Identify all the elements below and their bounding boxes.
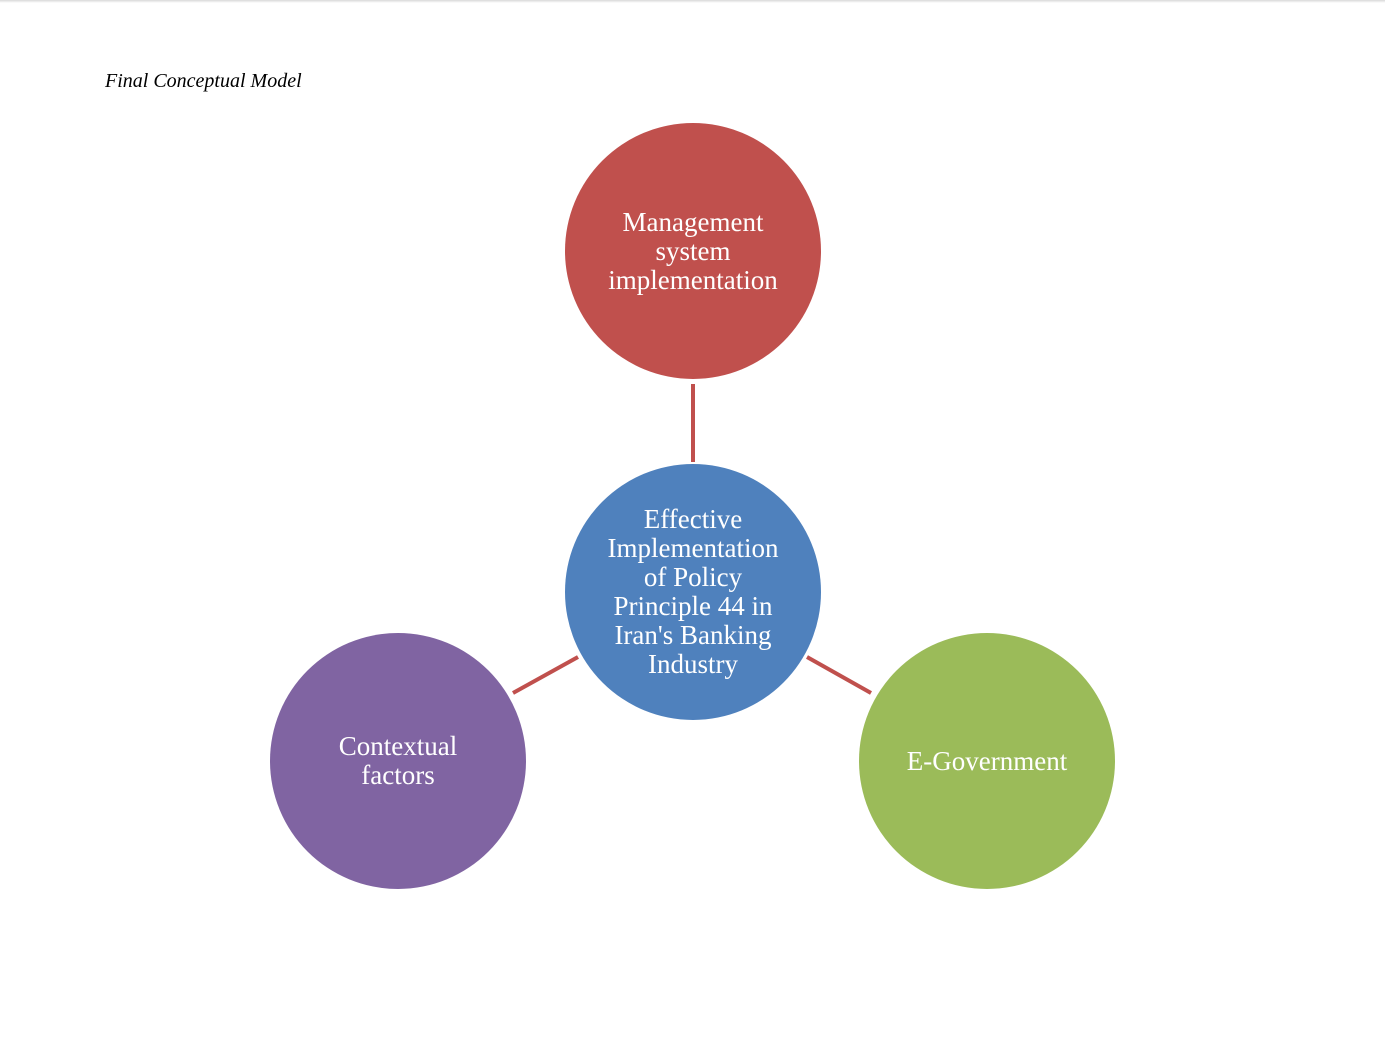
connector-left [512,655,579,695]
node-label-line: Effective [643,504,743,534]
node-label-line: of Policy [643,562,743,592]
node-management-system: Management system implementation [565,123,821,379]
node-label-line: E-Government [906,745,1068,776]
node-label-line: Iran's Banking [614,620,772,650]
node-e-government: E-Government [859,633,1115,889]
node-label-line: factors [361,760,435,790]
node-contextual-factors: Contextual factors [270,633,526,889]
node-label-line: Implementation [607,533,779,563]
node-center-policy: Effective Implementation of Policy Princ… [565,464,821,720]
node-label-line: implementation [608,264,778,295]
figure-caption: Final Conceptual Model [105,70,302,92]
page-top-shadow [0,0,1385,3]
node-label-line: Management [622,206,764,237]
node-label-line: Contextual [338,731,458,761]
node-label-line: Principle 44 in [613,591,773,621]
node-label-line: system [655,235,731,266]
node-label-line: Industry [647,649,738,679]
connector-right [806,655,872,695]
